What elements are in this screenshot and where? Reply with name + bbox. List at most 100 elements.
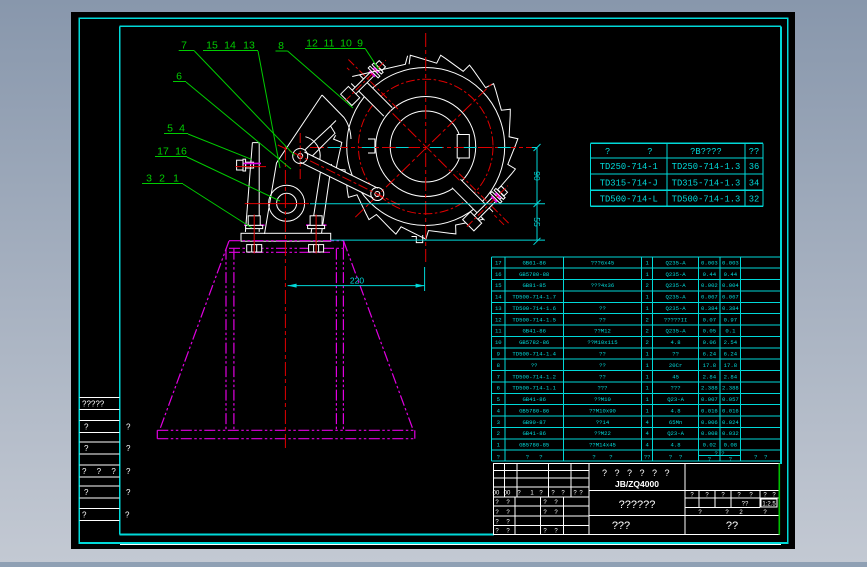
svg-text:1: 1 [646,396,650,403]
svg-text:?: ? [84,444,89,453]
svg-text:??14: ??14 [596,419,610,426]
svg-text:???: ??? [612,520,630,532]
svg-text:?: ? [495,500,499,506]
svg-text:GB41-86: GB41-86 [522,430,546,437]
svg-text:?????: ????? [82,400,105,409]
svg-text:1: 1 [497,442,501,449]
svg-text:2.54: 2.54 [724,339,738,346]
svg-text:??: ?? [599,362,606,369]
svg-text:Q235-A: Q235-A [666,260,687,267]
svg-text:TD500-714-1.5: TD500-714-1.5 [512,316,556,323]
svg-text:TD315-714-1.3: TD315-714-1.3 [672,178,741,188]
svg-text:GB5780-88: GB5780-88 [519,271,549,278]
svg-text:0.067: 0.067 [701,294,718,301]
svg-text:??M10x90: ??M10x90 [589,407,616,414]
svg-text:?B????: ?B???? [690,147,722,157]
svg-text:3: 3 [146,173,152,185]
svg-text:4.8: 4.8 [671,407,681,414]
svg-text:2.388: 2.388 [722,385,739,392]
svg-text:0.1: 0.1 [725,328,736,335]
svg-text:0.44: 0.44 [724,271,738,278]
svg-text:5: 5 [167,123,173,135]
svg-text:TD500-714-1.3: TD500-714-1.3 [672,195,741,205]
svg-text:??: ?? [599,373,606,380]
svg-text:Q235-A: Q235-A [666,271,687,278]
svg-text:5: 5 [497,396,500,403]
svg-text:0.057: 0.057 [722,396,739,403]
svg-text:1: 1 [646,351,650,358]
svg-text:?: ? [543,529,547,535]
svg-text:?: ? [729,456,732,463]
svg-text:6.24: 6.24 [703,351,717,358]
svg-text:?: ? [561,491,565,497]
svg-text:8: 8 [278,40,284,52]
svg-text:?: ? [554,529,558,535]
svg-text:1: 1 [646,373,650,380]
svg-text:Q235-A: Q235-A [666,282,687,289]
svg-text:36: 36 [749,162,760,172]
svg-text:2.84: 2.84 [703,373,717,380]
svg-text:45: 45 [672,373,679,380]
svg-text:TD500-714-1.1: TD500-714-1.1 [512,385,556,392]
svg-text:2: 2 [646,328,649,335]
svg-text:TD500-714-1.2: TD500-714-1.2 [512,373,556,380]
svg-text:?: ? [737,493,741,499]
svg-text:??????: ?????? [619,499,656,511]
svg-text:?: ? [506,500,510,506]
svg-text:4.8: 4.8 [671,339,681,346]
svg-text:?????II: ?????II [664,316,688,323]
svg-text:0.05: 0.05 [703,328,716,335]
svg-text:?: ? [708,456,711,463]
svg-text:?: ? [763,493,767,499]
svg-text:11: 11 [495,328,502,335]
svg-text:?: ? [721,493,725,499]
svg-text:?: ? [725,510,729,516]
svg-text:1: 1 [646,294,650,301]
svg-text:? ?: ? ? [605,147,653,157]
svg-text:TD250-714-1.3: TD250-714-1.3 [672,162,741,172]
svg-text:???4x36: ???4x36 [591,282,615,289]
svg-text:2: 2 [739,510,743,516]
svg-text:13: 13 [495,305,502,312]
svg-text:???: ??? [671,385,681,392]
svg-text:00: 00 [504,491,511,497]
svg-text:?: ? [506,529,510,535]
svg-text:12: 12 [306,38,318,50]
svg-text:10: 10 [340,38,352,50]
svg-text:??: ?? [599,351,606,358]
svg-text:GB5782-86: GB5782-86 [519,339,549,346]
svg-text:?: ? [551,491,555,497]
svg-text:?: ? [517,491,521,497]
svg-text:0.384: 0.384 [722,305,739,312]
svg-text:??M22: ??M22 [594,430,611,437]
svg-text:Q23-A: Q23-A [667,396,684,403]
svg-text:?: ? [698,510,702,516]
svg-text:2.84: 2.84 [724,373,738,380]
svg-text:17: 17 [157,146,169,158]
svg-text:7: 7 [181,40,187,52]
svg-text:13: 13 [243,40,255,52]
svg-text:GB81-85: GB81-85 [522,282,546,289]
svg-text:14: 14 [495,294,502,301]
svg-text:GB90-87: GB90-87 [522,419,546,426]
svg-text:0.44: 0.44 [703,271,717,278]
svg-text:16: 16 [495,271,502,278]
svg-text:6: 6 [497,385,500,392]
svg-text:0.97: 0.97 [724,316,737,323]
svg-text:20Cr: 20Cr [669,362,682,369]
svg-text:??M10: ??M10 [594,396,611,403]
svg-text:8: 8 [497,362,500,369]
svg-text:TD500-714-L: TD500-714-L [600,195,658,205]
svg-text:TD315-714-J: TD315-714-J [600,178,658,188]
svg-text:TD500-714-1.7: TD500-714-1.7 [512,294,556,301]
svg-text:14: 14 [224,40,236,52]
svg-text:?: ? [705,493,709,499]
svg-text:0.06: 0.06 [703,339,716,346]
svg-text:Q235-A: Q235-A [666,294,687,301]
svg-text:2: 2 [159,173,165,185]
svg-text:3: 3 [497,419,500,426]
svg-text:Q23-A: Q23-A [667,430,684,437]
svg-text:??: ?? [644,454,651,461]
svg-text:9: 9 [497,351,500,358]
svg-text:Q235-A: Q235-A [666,328,687,335]
